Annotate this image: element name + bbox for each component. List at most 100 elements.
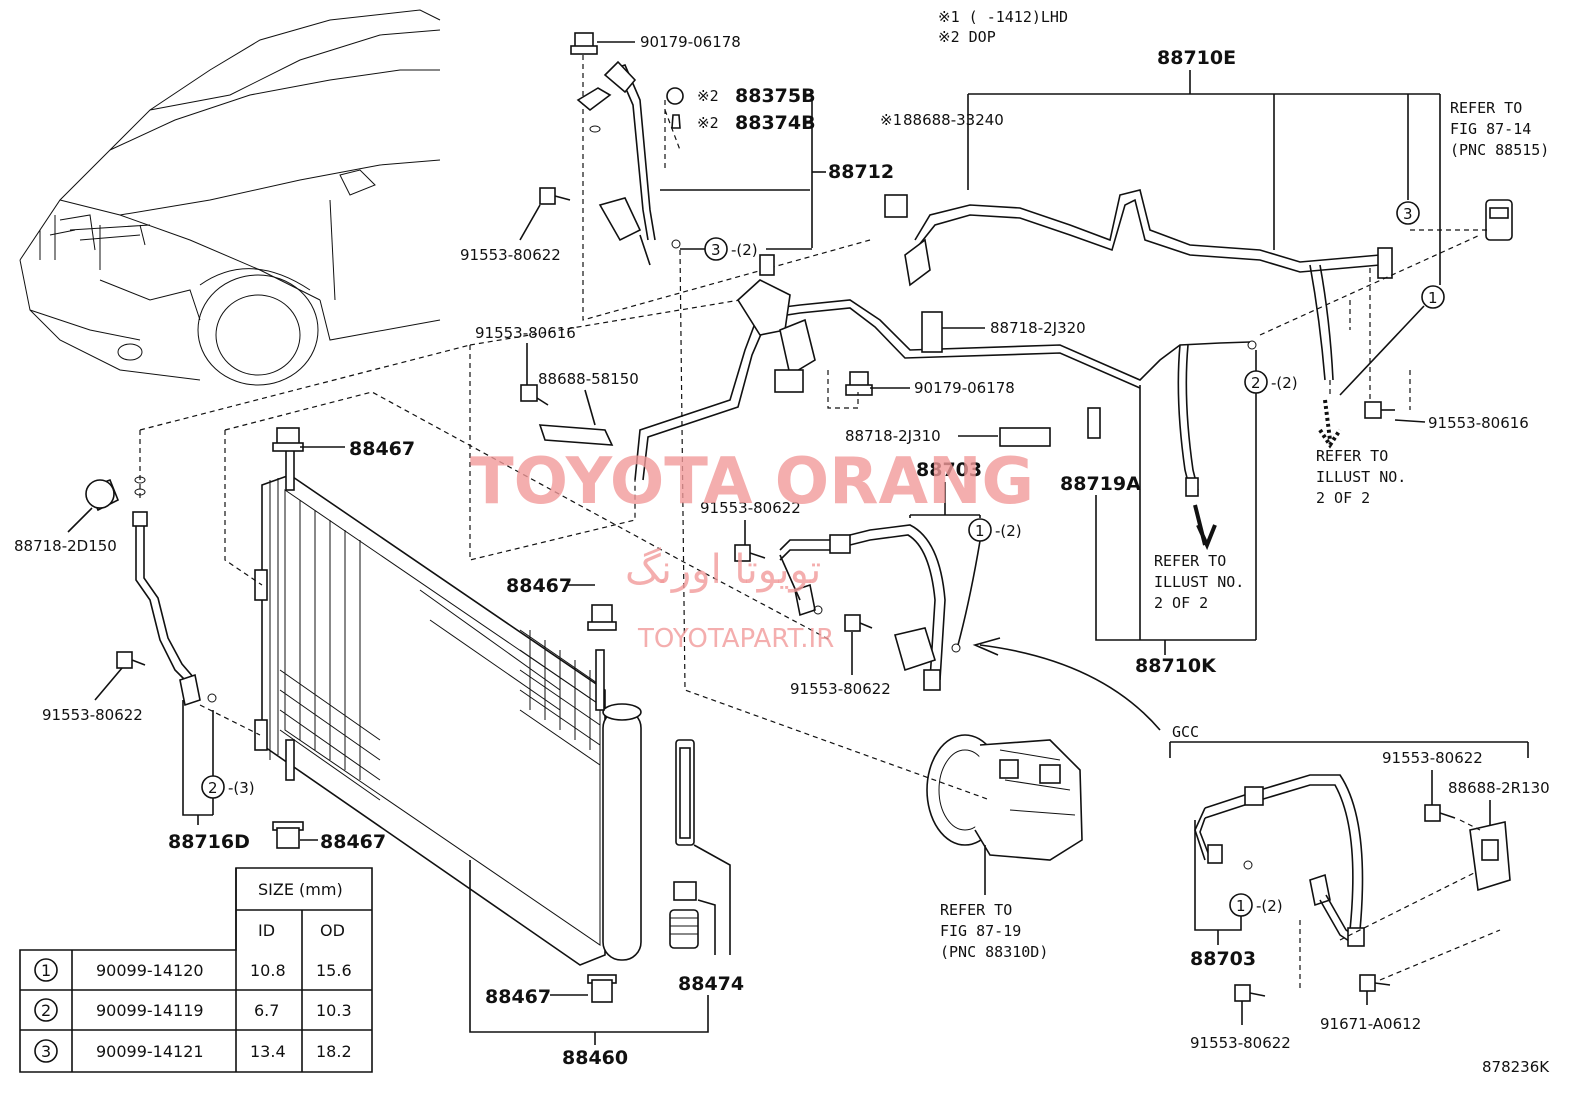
svg-text:1: 1 [1428, 289, 1438, 307]
label-88718-2D150: 88718-2D150 [14, 537, 117, 555]
refer-illust-right-line2: ILLUST NO. [1316, 468, 1406, 486]
table-header-id: ID [258, 921, 275, 940]
svg-text:3: 3 [41, 1042, 51, 1061]
refer-fig-87-19-line3: (PNC 88310D) [940, 943, 1048, 961]
label-88688-33240: 88688-33240 [903, 111, 1004, 129]
svg-text:-(2): -(2) [731, 241, 758, 259]
svg-text:2: 2 [208, 779, 218, 797]
nut-90179-top [570, 32, 598, 55]
label-88688-2R130: 88688-2R130 [1448, 779, 1550, 797]
cap-88467-a [272, 427, 304, 452]
label-91671-A0612: 91671-A0612 [1320, 1015, 1421, 1033]
table-row: 2 90099-14119 6.7 10.3 [34, 998, 352, 1022]
label-88719A: 88719A [1060, 473, 1141, 495]
note-marker-1: ※1 [880, 111, 902, 129]
svg-text:-(2): -(2) [1271, 374, 1298, 392]
refer-fig-87-14-line3: (PNC 88515) [1450, 141, 1549, 159]
label-88374B: 88374B [735, 112, 816, 134]
label-88467-d: 88467 [485, 986, 551, 1008]
oring-1-gcc: 1 -(2) [1229, 893, 1283, 917]
oring-3-top: 3 -(2) [704, 237, 758, 261]
svg-text:-(2): -(2) [995, 522, 1022, 540]
table-row: 3 90099-14121 13.4 18.2 [34, 1039, 352, 1063]
nut-90179-mid [845, 371, 873, 396]
label-88467-c: 88467 [320, 831, 386, 853]
label-88710K: 88710K [1135, 655, 1217, 677]
condenser-icon [254, 474, 606, 966]
label-91553-80622-e: 91553-80622 [1382, 749, 1483, 767]
svg-text:1: 1 [41, 961, 51, 980]
bolt-91553-80616-a [520, 384, 549, 406]
svg-text:15.6: 15.6 [316, 961, 352, 980]
cap-88467-d [587, 974, 617, 1003]
refer-illust-right-line1: REFER TO [1316, 447, 1388, 465]
label-91553-80616-a: 91553-80616 [475, 324, 576, 342]
table-row: 1 90099-14120 10.8 15.6 [34, 958, 352, 982]
label-88474: 88474 [678, 973, 744, 995]
label-88718-2J310: 88718-2J310 [845, 427, 941, 445]
svg-text:90099-14121: 90099-14121 [96, 1042, 204, 1061]
note-marker-2-a: ※2 [697, 87, 719, 105]
label-90179-06178-top: 90179-06178 [640, 33, 741, 51]
svg-text:13.4: 13.4 [250, 1042, 286, 1061]
clamp-88718-2J320 [921, 311, 943, 353]
label-90179-06178-mid: 90179-06178 [914, 379, 1015, 397]
refer-fig-87-19-line2: FIG 87-19 [940, 922, 1021, 940]
oring-3-right: 3 [1396, 201, 1420, 225]
receiver-tank-icon [602, 703, 642, 961]
cap-88467-b [587, 604, 617, 631]
svg-text:2: 2 [1251, 374, 1261, 392]
label-91553-80622-d: 91553-80622 [790, 680, 891, 698]
label-88375B: 88375B [735, 85, 816, 107]
bolt-91553-80616-right [1364, 401, 1395, 419]
svg-text:90099-14120: 90099-14120 [96, 961, 204, 980]
pressure-switch-icon [1485, 199, 1513, 241]
svg-text:1: 1 [975, 522, 985, 540]
cap-88375B [666, 87, 684, 105]
watermark-farsi: تویوتا اورنگ [625, 547, 821, 593]
watermark-main: TOYOTA ORANG [470, 445, 1034, 519]
car-illustration [19, 9, 441, 386]
oring-2-mid: 2 -(2) [1244, 370, 1298, 394]
bolt-91553-80622-d [844, 614, 873, 632]
bolt-91671-A0612 [1359, 974, 1391, 992]
oring-1-right: 1 [1421, 285, 1445, 309]
label-gcc: GCC [1172, 723, 1199, 741]
note-dop: ※2 DOP [938, 28, 996, 46]
svg-text:-(2): -(2) [1256, 897, 1283, 915]
table-header-size: SIZE (mm) [258, 880, 343, 899]
bolt-91553-80622-c [734, 544, 766, 562]
svg-text:3: 3 [1403, 205, 1413, 223]
label-91553-80622-c: 91553-80622 [700, 499, 801, 517]
filter-88474-icon [669, 739, 699, 949]
bolt-91553-80622-b [116, 651, 146, 669]
svg-text:10.3: 10.3 [316, 1001, 352, 1020]
cap-88467-c [272, 821, 304, 849]
bolt-91553-80622-e [1424, 804, 1456, 822]
label-88688-58150: 88688-58150 [538, 370, 639, 388]
refer-fig-87-14-line2: FIG 87-14 [1450, 120, 1531, 138]
svg-text:18.2: 18.2 [316, 1042, 352, 1061]
label-88710E: 88710E [1157, 47, 1236, 69]
refer-illust-mid-line1: REFER TO [1154, 552, 1226, 570]
svg-text:-(3): -(3) [228, 779, 255, 797]
label-88703-a: 88703 [916, 459, 982, 481]
refer-fig-87-19-line1: REFER TO [940, 901, 1012, 919]
svg-text:90099-14119: 90099-14119 [96, 1001, 204, 1020]
note-marker-2-b: ※2 [697, 114, 719, 132]
refer-illust-mid-line2: ILLUST NO. [1154, 573, 1244, 591]
label-88712: 88712 [828, 161, 894, 183]
valve-88374B [671, 114, 681, 129]
label-91553-80622-a: 91553-80622 [460, 246, 561, 264]
bolt-91553-80622-f [1234, 984, 1266, 1002]
label-91553-80616-right: 91553-80616 [1428, 414, 1529, 432]
label-88460: 88460 [562, 1047, 628, 1069]
label-91553-80622-f: 91553-80622 [1190, 1034, 1291, 1052]
diagram-id: 878236K [1482, 1058, 1550, 1076]
svg-text:2: 2 [41, 1001, 51, 1020]
bolt-91553-80622-a [539, 187, 571, 205]
oring-size-table [19, 867, 373, 1073]
clamp-88718-2J310 [999, 427, 1051, 447]
svg-text:6.7: 6.7 [254, 1001, 279, 1020]
